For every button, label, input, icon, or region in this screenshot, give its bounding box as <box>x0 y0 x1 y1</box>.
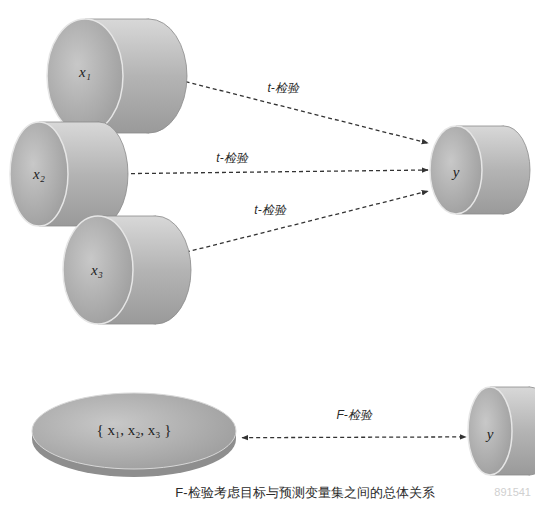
test-label: t-检验 <box>251 201 288 218</box>
variable-name: y <box>487 426 494 443</box>
variable-cylinder: x₁ <box>45 12 140 140</box>
variable-set-disc: { x₁, x₂, x₃ } <box>30 388 238 480</box>
variable-cylinder: y <box>466 382 532 480</box>
variable-cylinder: x₃ <box>60 212 152 328</box>
dashed-arrow <box>242 436 466 438</box>
variable-name: x₂ <box>33 166 45 183</box>
figure-caption: F-检验考虑目标与预测变量集之间的总体关系 <box>175 484 434 502</box>
variable-name: x₁ <box>79 64 91 81</box>
test-label: t-检验 <box>264 80 301 97</box>
variable-name: x₃ <box>91 262 103 279</box>
variable-name: { x₁, x₂, x₃ } <box>96 422 171 439</box>
node-outline <box>45 12 140 140</box>
variable-name: y <box>453 164 460 181</box>
watermark: 891541 <box>494 486 531 498</box>
variable-cylinder: y <box>428 122 504 218</box>
node-outline <box>60 212 152 328</box>
node-outline <box>428 122 504 218</box>
dashed-arrow <box>96 170 428 174</box>
test-label: t-检验 <box>213 150 250 167</box>
node-outline <box>8 118 96 230</box>
node-outline <box>466 382 532 480</box>
dashed-arrow <box>152 191 428 261</box>
test-label: F-检验 <box>333 407 374 424</box>
variable-cylinder: x₂ <box>8 118 96 230</box>
